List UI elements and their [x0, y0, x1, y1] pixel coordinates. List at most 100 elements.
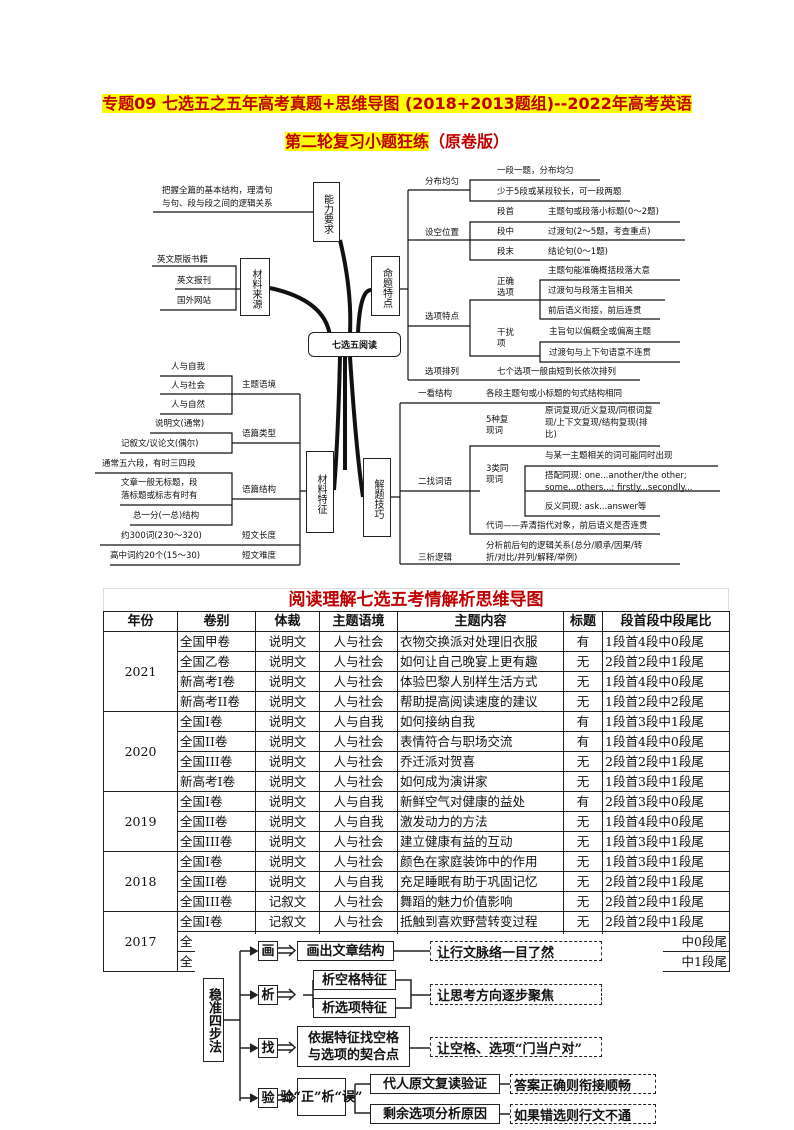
ratio-cell: 1段首3段中1段尾	[602, 851, 730, 872]
step-verify-sub: 剩余选项分析原因	[370, 1104, 500, 1124]
header-theme: 主题语境	[319, 611, 398, 632]
genre-cell: 说明文	[255, 711, 320, 732]
title-cell: 有	[563, 731, 603, 752]
year-cell: 2018	[103, 851, 178, 912]
theme-cell: 人与社会	[319, 691, 398, 712]
content-cell: 颜色在家庭装饰中的作用	[397, 851, 564, 872]
title-cell: 无	[563, 751, 603, 772]
mind-map: 七选五阅读 能力要求 把握全篇的基本结构，理清句 与句、段与段之间的逻辑关系 材…	[95, 166, 720, 566]
node-source: 材料来源	[240, 258, 270, 316]
content-cell: 如何成为演讲家	[397, 771, 564, 792]
ratio-cell: 1段首4段中0段尾	[602, 631, 730, 652]
ratio-cell: 2段首2段中1段尾	[602, 911, 730, 932]
root-box: 稳准四步法	[203, 978, 224, 1062]
title-cell: 无	[563, 851, 603, 872]
content-cell: 乔迁派对贺喜	[397, 751, 564, 772]
paper-cell: 全国I卷	[177, 851, 256, 872]
four-step-diagram: 稳准四步法 画 画出文章结构 让行文脉络一目了然 析 析空格特征 析选项特征 让…	[195, 934, 663, 1124]
paper-cell: 全国甲卷	[177, 631, 256, 652]
step-verify-result: 答案正确则衔接顺畅	[510, 1074, 656, 1094]
header-paper: 卷别	[177, 611, 256, 632]
theme-cell: 人与社会	[319, 911, 398, 932]
title-cell: 无	[563, 691, 603, 712]
paper-cell: 全国III卷	[177, 891, 256, 912]
table-title: 阅读理解七选五考情解析思维导图	[103, 588, 729, 611]
document-title-line1: 专题09 七选五之五年高考真题+思维导图 (2018+2013题组)--2022…	[102, 94, 692, 113]
ratio-cell: 1段首4段中0段尾	[602, 731, 730, 752]
genre-cell: 说明文	[255, 851, 320, 872]
diagram-connectors	[224, 944, 510, 1115]
genre-cell: 说明文	[255, 811, 320, 832]
skills-text: 比)	[545, 430, 557, 440]
material-text: 落标题或标志有时有	[121, 491, 198, 501]
material-label: 语篇结构	[242, 485, 277, 495]
title-cell: 有	[563, 631, 603, 652]
ratio-cell: 1段首4段中0段尾	[602, 671, 730, 692]
title-cell: 无	[563, 811, 603, 832]
ability-text: 把握全篇的基本结构，理清句	[162, 186, 273, 196]
year-cell: 2019	[103, 791, 178, 852]
genre-cell: 说明文	[255, 831, 320, 852]
mind-map-center-node: 七选五阅读	[308, 332, 401, 357]
theme-cell: 人与社会	[319, 751, 398, 772]
title-cell: 无	[563, 911, 603, 932]
skills-text: 代词——弄清指代对象，前后语义是否连贯	[486, 521, 648, 531]
skills-label: 一看结构	[418, 389, 453, 399]
exam-analysis-table: 阅读理解七选五考情解析思维导图 年份 卷别 体裁 主题语境 主题内容 标题 段首…	[103, 588, 730, 972]
step-analyze-result: 让思考方向逐步聚焦	[430, 984, 602, 1005]
skills-text: some...others...; firstly...secondly...	[545, 483, 693, 493]
mind-map-connectors	[95, 179, 720, 566]
skills-label: 三析逻辑	[418, 553, 453, 563]
skills-text: 5种复现词	[486, 415, 509, 436]
theme-cell: 人与社会	[319, 651, 398, 672]
features-text: 七个选项一般由短到长依次排列	[497, 367, 617, 377]
header-genre: 体裁	[255, 611, 320, 632]
content-cell: 如何接纳自我	[397, 711, 564, 732]
paper-cell: 新高考I卷	[177, 771, 256, 792]
ratio-cell: 2段首2段中1段尾	[602, 871, 730, 892]
features-text: 主题句或段落小标题(0～2题)	[548, 207, 659, 217]
skills-text: 原词复现/近义复现/同根词复	[545, 406, 653, 416]
features-label: 选项排列	[425, 367, 460, 377]
material-text: 说明文(通常)	[155, 419, 205, 429]
paper-cell: 全国III卷	[177, 751, 256, 772]
header-title: 标题	[563, 611, 603, 632]
theme-cell: 人与社会	[319, 851, 398, 872]
material-text: 约300词(230～320)	[121, 531, 202, 541]
ratio-cell: 2段首2段中1段尾	[602, 891, 730, 912]
step-verify-sub: 代人原文复读验证	[370, 1074, 500, 1094]
theme-cell: 人与社会	[319, 831, 398, 852]
material-label: 短文难度	[242, 551, 277, 561]
features-text: 一段一题，分布均匀	[497, 166, 574, 176]
content-cell: 充足睡眠有助于巩固记忆	[397, 871, 564, 892]
material-label: 主题语境	[242, 380, 277, 390]
header-year: 年份	[103, 611, 178, 632]
genre-cell: 说明文	[255, 671, 320, 692]
theme-cell: 人与社会	[319, 671, 398, 692]
ratio-cell: 1段首3段中1段尾	[602, 711, 730, 732]
features-text: 前后语义衔接，前后连贯	[548, 306, 642, 316]
material-text: 人与社会	[171, 381, 206, 391]
source-item: 国外网站	[177, 296, 212, 306]
paper-cell: 全国II卷	[177, 871, 256, 892]
theme-cell: 人与社会	[319, 631, 398, 652]
features-text: 少于5段或某段较长，可一段两题	[497, 187, 622, 197]
material-text: 通常五六段，有时三四段	[102, 459, 196, 469]
genre-cell: 记叙文	[255, 911, 320, 932]
ratio-cell: 1段首4段中0段尾	[602, 811, 730, 832]
content-cell: 体验巴黎人别样生活方式	[397, 671, 564, 692]
features-text: 段首	[497, 207, 515, 217]
skills-text: 反义同现: ask...answer等	[545, 502, 647, 512]
year-cell: 2021	[103, 631, 178, 712]
step-draw-key: 画	[258, 941, 278, 961]
skills-text: 搭配同现: one...another/the other;	[545, 471, 687, 481]
